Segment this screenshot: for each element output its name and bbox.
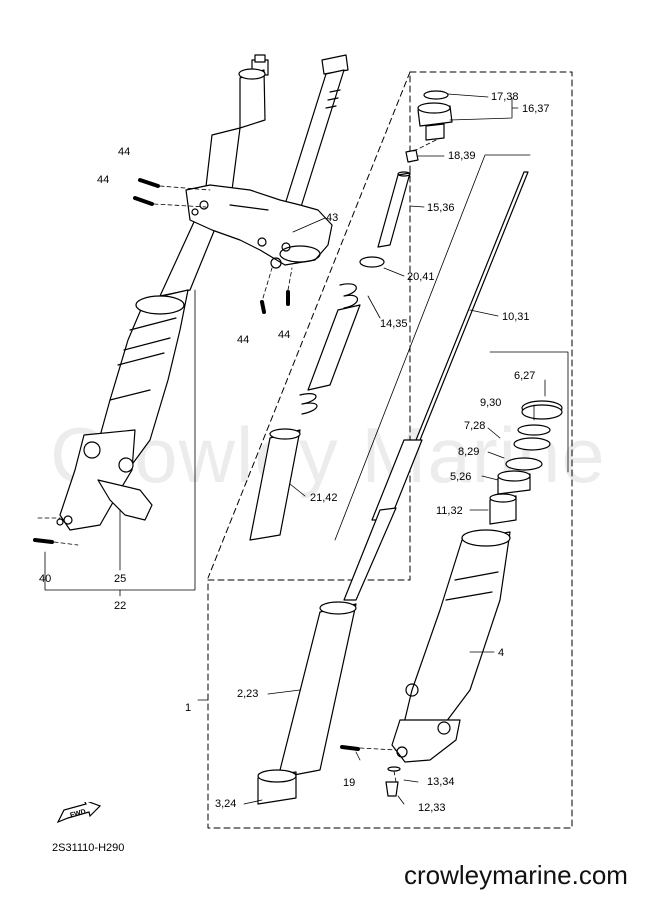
callout-19: 19 [343,777,356,789]
callout-22: 22 [114,600,127,612]
callout-7-28: 7,28 [464,420,486,432]
callout-12-33: 12,33 [418,802,446,814]
callout-44c: 44 [237,334,250,346]
callout-3-24: 3,24 [215,798,237,810]
callout-44a: 44 [118,146,131,158]
callout-44d: 44 [278,329,291,341]
callout-14-35: 14,35 [380,318,408,330]
callout-15-36: 15,36 [427,202,455,214]
callout-2-23: 2,23 [237,688,259,700]
callout-17-38: 17,38 [491,91,519,103]
callout-40: 40 [39,573,52,585]
callout-10-31: 10,31 [502,311,530,323]
fwd-label: FWD [69,809,86,820]
bolt-icons [33,178,290,544]
callout-8-29: 8,29 [458,446,480,458]
callout-44b: 44 [97,174,110,186]
diagram-code: 2S31110-H290 [52,842,125,854]
callout-25: 25 [114,573,127,585]
callout-18-39: 18,39 [448,150,476,162]
callout-21-42: 21,42 [310,492,338,504]
callout-43: 43 [326,212,339,224]
callout-13-34: 13,34 [427,776,455,788]
callout-1: 1 [185,702,192,714]
callout-4: 4 [498,647,505,659]
callout-20-41: 20,41 [407,271,435,283]
website-link[interactable]: crowleymarine.com [404,860,628,890]
callout-9-30: 9,30 [480,397,502,409]
exploded-parts [249,90,563,805]
callout-16-37: 16,37 [522,103,550,115]
assembled-fork [56,54,349,531]
callout-11-32: 11,32 [436,505,463,517]
callout-6-27: 6,27 [514,370,536,382]
callout-5-26: 5,26 [450,471,472,483]
fwd-arrow-icon: FWD [56,802,102,824]
